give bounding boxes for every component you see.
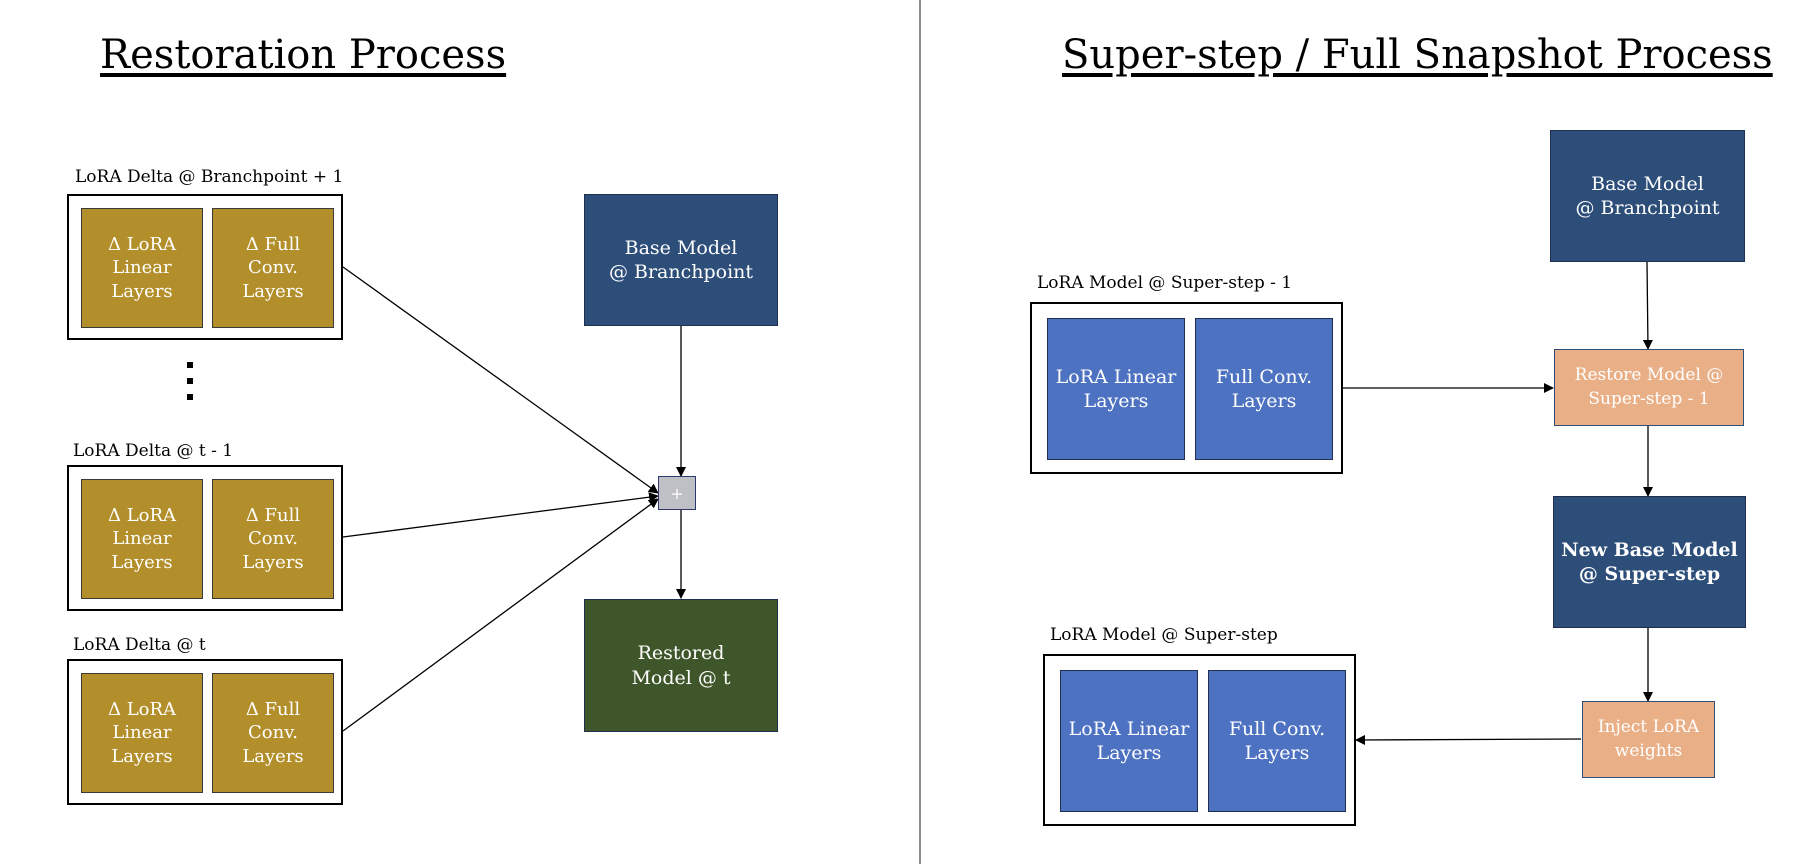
group-label-t-minus-1: LoRA Delta @ t - 1: [73, 441, 234, 461]
arrow-base-to-restore: [1642, 261, 1653, 350]
restore-model-box: Restore Model @ Super-step - 1: [1554, 349, 1744, 426]
delta-group-branchpoint-plus-1: Δ LoRA Linear Layers Δ Full Conv. Layers: [67, 194, 343, 340]
superstep-base-model-box: Base Model @ Branchpoint: [1550, 130, 1745, 262]
group-label-t: LoRA Delta @ t: [73, 635, 206, 655]
group-label-branchpoint-plus-1: LoRA Delta @ Branchpoint + 1: [75, 167, 344, 187]
lora-model-superstep-group: LoRA Linear Layers Full Conv. Layers: [1043, 654, 1356, 826]
delta-full-conv-box: Δ Full Conv. Layers: [212, 673, 334, 793]
delta-full-conv-box: Δ Full Conv. Layers: [212, 479, 334, 599]
full-conv-layers-box: Full Conv. Layers: [1208, 670, 1346, 812]
arrow-inject-to-new-lora: [1355, 734, 1582, 745]
new-base-model-box: New Base Model @ Super-step: [1553, 496, 1746, 628]
lora-linear-layers-box: LoRA Linear Layers: [1047, 318, 1185, 460]
delta-lora-linear-box: Δ LoRA Linear Layers: [81, 673, 203, 793]
base-model-branchpoint-box: Base Model @ Branchpoint: [584, 194, 778, 326]
arrow-delta-t-to-sum: [342, 498, 659, 732]
inject-lora-weights-box: Inject LoRA weights: [1582, 701, 1715, 778]
lora-model-superstep-minus-1-group: LoRA Linear Layers Full Conv. Layers: [1030, 302, 1343, 474]
full-conv-layers-box: Full Conv. Layers: [1195, 318, 1333, 460]
sum-node: +: [658, 476, 696, 510]
restored-model-box: Restored Model @ t: [584, 599, 778, 732]
group-label-superstep-minus-1: LoRA Model @ Super-step - 1: [1037, 273, 1293, 293]
group-label-superstep: LoRA Model @ Super-step: [1050, 625, 1278, 645]
delta-group-t: Δ LoRA Linear Layers Δ Full Conv. Layers: [67, 659, 343, 805]
arrow-delta-t-minus-1-to-sum: [342, 492, 659, 538]
delta-lora-linear-box: Δ LoRA Linear Layers: [81, 479, 203, 599]
delta-group-t-minus-1: Δ LoRA Linear Layers Δ Full Conv. Layers: [67, 465, 343, 611]
restoration-title: Restoration Process: [100, 32, 507, 78]
lora-linear-layers-box: LoRA Linear Layers: [1060, 670, 1198, 812]
ellipsis-vertical: [186, 362, 194, 400]
arrow-delta-branchpoint-to-sum: [342, 266, 659, 494]
delta-lora-linear-box: Δ LoRA Linear Layers: [81, 208, 203, 328]
section-divider: [919, 0, 921, 864]
superstep-title: Super-step / Full Snapshot Process: [1062, 32, 1773, 78]
delta-full-conv-box: Δ Full Conv. Layers: [212, 208, 334, 328]
